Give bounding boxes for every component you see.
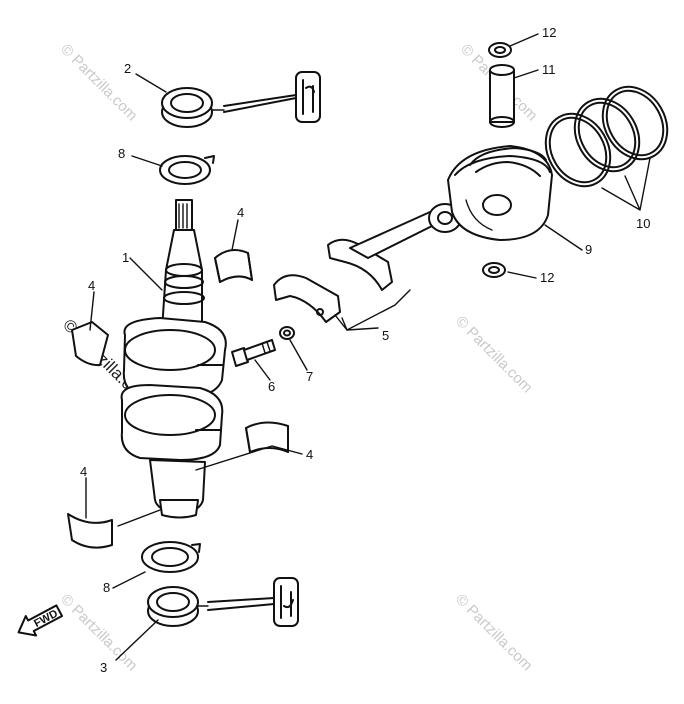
bolt-washer (279, 326, 295, 340)
bearing-upper-right (214, 248, 253, 283)
callout-2: 2 (124, 61, 131, 76)
watermark-text: © Partzilla.com (57, 591, 140, 674)
crankshaft (120, 199, 227, 519)
callout-4a: 4 (237, 205, 244, 220)
bearing-left (71, 321, 109, 367)
piston-pin-clip-upper (488, 42, 512, 58)
watermark-text: © Partzilla.com (57, 41, 140, 124)
callout-4b: 4 (88, 278, 95, 293)
bearing-lower-left (67, 513, 113, 549)
leader-lines (85, 33, 583, 661)
callout-7: 7 (306, 369, 313, 384)
bearing-lower-right (245, 421, 289, 453)
callout-4c: 4 (306, 447, 313, 462)
piston-pin (489, 64, 515, 128)
piston-rings (544, 85, 669, 211)
oil-seal-lower (147, 577, 299, 627)
callout-3: 3 (100, 660, 107, 675)
callout-9: 9 (585, 242, 592, 257)
piston-pin-clip-lower (482, 262, 506, 278)
fwd-arrow: FWD (17, 604, 64, 637)
callout-8b: 8 (103, 580, 110, 595)
connecting-rod (273, 203, 462, 331)
oil-seal-upper (161, 71, 321, 128)
fwd-arrow-label: FWD (32, 608, 60, 630)
callout-5: 5 (382, 328, 389, 343)
washer-upper (159, 155, 215, 185)
callout-1: 1 (122, 250, 129, 265)
connecting-rod-bolt (231, 339, 276, 367)
callout-12b: 12 (540, 270, 554, 285)
washer-lower (141, 541, 201, 573)
watermark-text: © Partzilla.com (452, 591, 535, 674)
callout-10: 10 (636, 216, 650, 231)
callout-8a: 8 (118, 146, 125, 161)
callout-4d: 4 (80, 464, 87, 479)
watermark-text: © Partzilla.com (452, 313, 535, 396)
callout-6: 6 (268, 379, 275, 394)
callout-11: 11 (542, 62, 556, 77)
piston (447, 145, 553, 241)
callout-12a: 12 (542, 25, 556, 40)
callout-labels: 1 2 3 4 4 4 4 5 6 7 8 8 9 10 11 12 12 (80, 25, 650, 675)
